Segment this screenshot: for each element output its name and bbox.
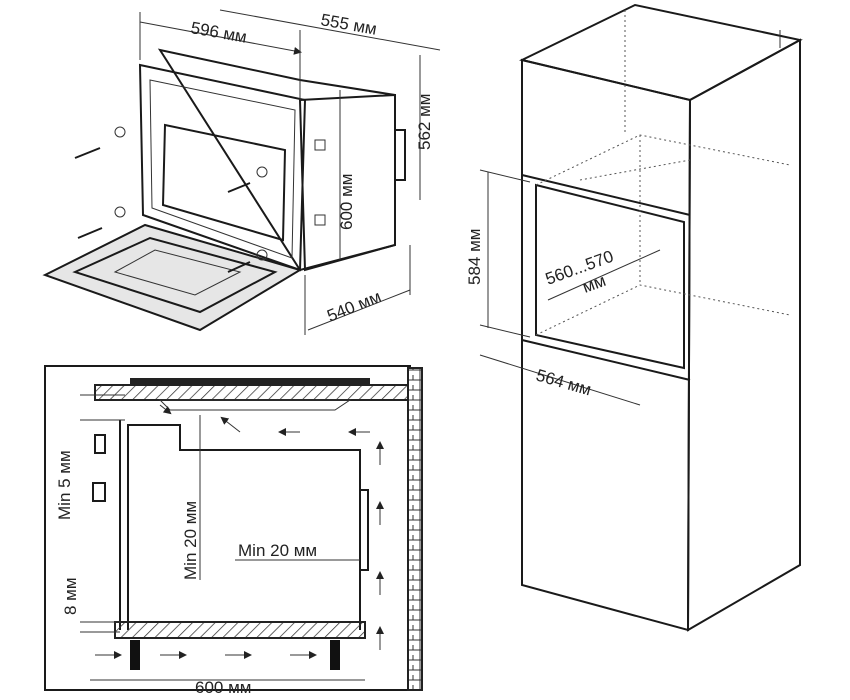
oven-bottom-depth-label: 540 мм xyxy=(324,287,383,326)
min-gap-top-label: Min 5 мм xyxy=(55,450,74,520)
oven-depth-label: 555 мм xyxy=(319,10,378,39)
niche-depth-label: 564 мм xyxy=(534,366,594,400)
airflow-arrows xyxy=(95,404,384,659)
wall xyxy=(407,367,423,691)
rear-clearance-label: Min 20 мм xyxy=(238,541,317,560)
bottom-gap-label: 8 мм xyxy=(61,577,80,615)
section-width-label: 600 мм xyxy=(195,678,251,697)
washer-icon xyxy=(114,126,268,261)
section-view: Min 5 мм Min 20 мм Min 20 мм 8 мм 600 мм xyxy=(44,365,423,697)
niche-height-label: 584 мм xyxy=(465,229,484,285)
oven-front-height-label: 600 мм xyxy=(337,174,356,230)
oven-perspective: 596 мм 555 мм 562 мм 600 мм 540 мм xyxy=(42,9,441,335)
oven-side-height-label: 562 мм xyxy=(415,94,434,150)
oven-width-label: 596 мм xyxy=(189,18,248,47)
shelf xyxy=(114,621,366,639)
countertop xyxy=(94,384,409,401)
cabinet-perspective: 584 мм 560...570 мм 564 мм xyxy=(465,3,803,632)
knob-icon xyxy=(94,434,106,454)
hob xyxy=(130,378,370,386)
screw-icon xyxy=(74,147,251,273)
knob-icon xyxy=(92,482,106,502)
vertical-clearance-label: Min 20 мм xyxy=(181,501,200,580)
